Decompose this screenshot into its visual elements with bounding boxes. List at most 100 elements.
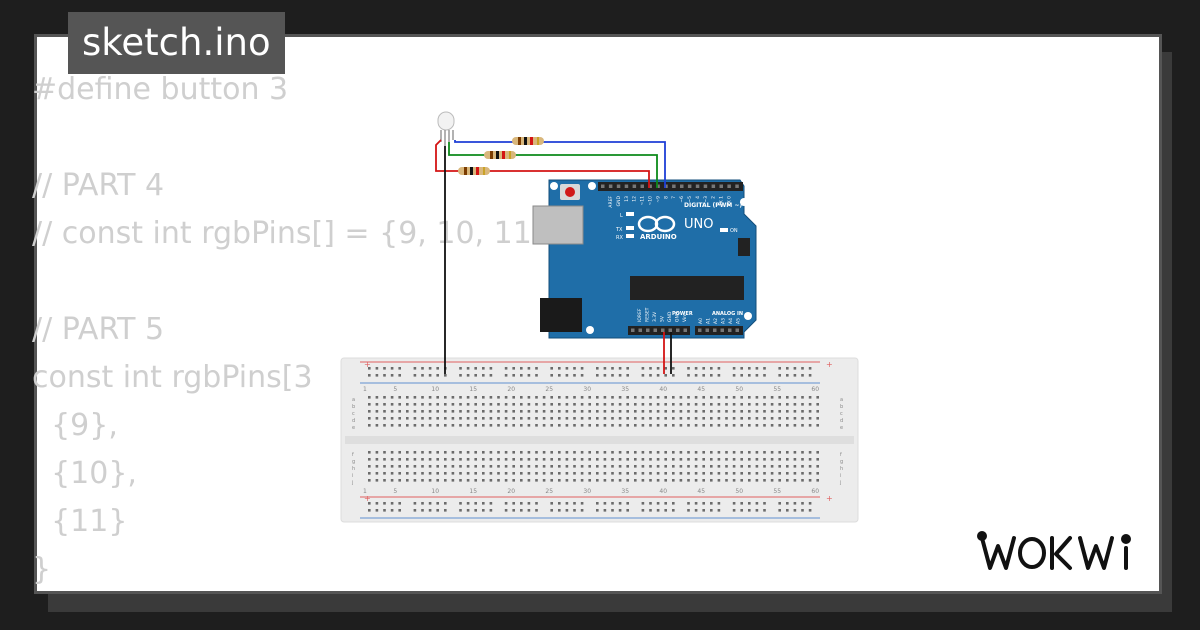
column-number: 10: [431, 386, 439, 393]
column-number: 60: [811, 488, 819, 495]
analog-pin-label: A5: [736, 318, 742, 324]
power-pin[interactable]: [638, 328, 643, 333]
power-pin[interactable]: [631, 328, 635, 333]
analog-pin[interactable]: [713, 328, 717, 333]
resistor-3[interactable]: [458, 167, 490, 175]
row-letter: b: [352, 404, 355, 410]
digital-pin[interactable]: [727, 184, 731, 189]
digital-pin[interactable]: [632, 184, 637, 189]
power-pin-label: GND: [667, 311, 673, 322]
led-tx: [626, 226, 634, 230]
wokwi-logo: [977, 531, 1131, 570]
resistor-1[interactable]: [512, 137, 544, 145]
digital-pin-label: RX 0: [727, 196, 733, 207]
breadboard[interactable]: 1155101015152020252530303535404045455050…: [340, 357, 859, 523]
digital-pin-label: ~9: [655, 196, 661, 203]
rail-plus-label-bottom-right: +: [826, 494, 833, 503]
digital-pin[interactable]: [648, 184, 652, 189]
power-pin-label: 5V: [660, 315, 666, 322]
code-line: // PART 5: [32, 312, 165, 347]
usb-port: [532, 205, 584, 245]
digital-pin-label: ~5: [687, 196, 693, 203]
wire-blue[interactable]: [454, 140, 666, 188]
digital-pin[interactable]: [624, 184, 629, 189]
power-pin-label: 3.3V: [652, 311, 658, 322]
row-letter: e: [840, 425, 843, 431]
digital-pin-label: ~3: [703, 196, 709, 203]
digital-pin-label: AREF: [608, 196, 614, 208]
column-number: 15: [469, 386, 477, 393]
digital-pin[interactable]: [656, 184, 660, 189]
code-line: const int rgbPins[3: [32, 360, 313, 395]
digital-pin-label: ~10: [648, 196, 654, 206]
digital-pin[interactable]: [608, 184, 613, 189]
wires[interactable]: [435, 139, 672, 374]
code-line: #define button 3: [32, 72, 289, 107]
digital-pin[interactable]: [664, 184, 668, 189]
digital-pin[interactable]: [640, 184, 645, 189]
digital-pin-label: 8: [663, 196, 669, 199]
power-pin[interactable]: [683, 328, 688, 333]
atmega-chip: [630, 276, 744, 300]
file-tab[interactable]: sketch.ino: [68, 12, 285, 74]
digital-pin[interactable]: [719, 184, 724, 189]
analog-pin[interactable]: [705, 328, 710, 333]
digital-pin-label: ~6: [679, 196, 685, 203]
power-pin-label: GND: [675, 311, 681, 322]
power-pin-label: RESET: [645, 307, 651, 322]
digital-pin[interactable]: [672, 184, 676, 189]
row-letter: d: [352, 418, 355, 424]
row-letter: g: [840, 459, 843, 465]
rail-plus-label-right: +: [826, 360, 833, 369]
rgb-led[interactable]: [437, 111, 455, 146]
column-number: 5: [393, 488, 397, 495]
led-tx-label: TX: [615, 227, 623, 233]
digital-pin[interactable]: [695, 184, 700, 189]
wire-green[interactable]: [448, 142, 658, 188]
wire-red[interactable]: [435, 139, 650, 188]
power-pin[interactable]: [653, 328, 658, 333]
power-pin[interactable]: [646, 328, 650, 333]
analog-pin[interactable]: [735, 328, 740, 333]
code-line: // PART 4: [32, 168, 165, 203]
power-pin[interactable]: [661, 328, 665, 333]
digital-pin[interactable]: [703, 184, 708, 189]
column-number: 40: [659, 488, 667, 495]
column-number: 25: [545, 386, 553, 393]
row-letter: a: [352, 397, 355, 403]
digital-pin[interactable]: [711, 184, 716, 189]
row-letter: d: [840, 418, 843, 424]
analog-pin[interactable]: [720, 328, 725, 333]
digital-pin[interactable]: [680, 184, 684, 189]
breadboard-holes: [368, 367, 819, 512]
digital-pin[interactable]: [687, 184, 692, 189]
column-number: 60: [811, 386, 819, 393]
row-letter: i: [840, 473, 841, 479]
row-letter: f: [352, 452, 354, 458]
digital-pin-label: GND: [616, 195, 622, 206]
digital-pin[interactable]: [616, 184, 621, 189]
analog-pin[interactable]: [698, 328, 702, 333]
arduino-logo: [637, 215, 676, 233]
code-line: {9},: [32, 408, 118, 443]
breadboard-column-numbers: 1155101015152020252530303535404045455050…: [363, 386, 819, 495]
digital-pin[interactable]: [735, 184, 739, 189]
column-number: 20: [507, 386, 515, 393]
digital-pin[interactable]: [601, 184, 605, 189]
board-name: UNO: [684, 217, 713, 232]
code-line: {10},: [32, 456, 137, 491]
analog-pin-label: A1: [706, 318, 712, 324]
analog-pin[interactable]: [728, 328, 732, 333]
power-pin[interactable]: [676, 328, 680, 333]
column-number: 1: [363, 386, 367, 393]
digital-pin-label: 12: [632, 196, 638, 202]
column-number: 40: [659, 386, 667, 393]
power-pin[interactable]: [668, 328, 673, 333]
row-letter: f: [840, 452, 842, 458]
resistor-2[interactable]: [484, 151, 516, 159]
